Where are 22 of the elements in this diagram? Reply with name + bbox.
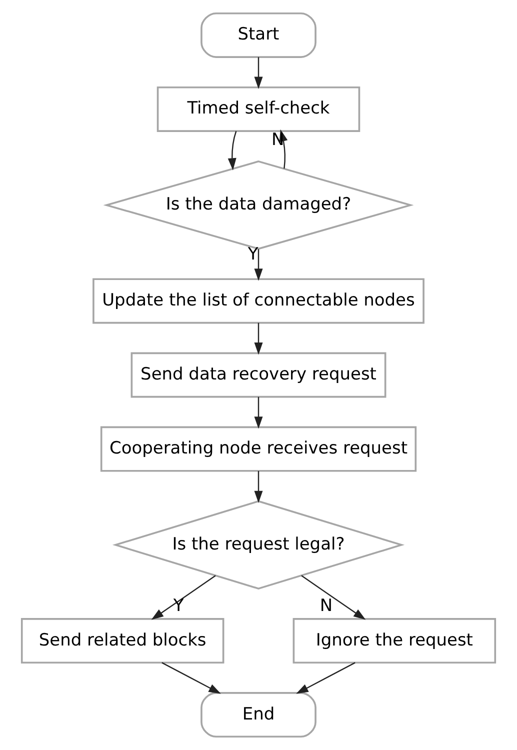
edge-label: N	[320, 596, 333, 616]
edge-label: Y	[173, 596, 184, 616]
arrow	[254, 249, 263, 281]
arrow	[254, 470, 263, 504]
node-box: Start	[200, 12, 316, 58]
arrow	[296, 662, 356, 694]
node-box: Cooperating node receives request	[100, 426, 417, 472]
arrow	[151, 575, 216, 620]
node-box: Ignore the request	[292, 618, 496, 664]
node-box: End	[200, 692, 316, 738]
arrow	[162, 662, 221, 694]
arrow	[301, 575, 366, 620]
arrow	[254, 396, 263, 429]
node-box: Update the list of connectable nodes	[92, 278, 424, 324]
edge-label: N	[272, 130, 284, 150]
node-box: Send related blocks	[20, 618, 224, 664]
arrow	[228, 130, 237, 170]
arrow	[254, 322, 263, 355]
node-diamond: Is the request legal?	[112, 500, 405, 590]
node-box: Send data recovery request	[130, 352, 386, 398]
node-box: Timed self-check	[156, 86, 360, 132]
arrow	[254, 57, 263, 89]
